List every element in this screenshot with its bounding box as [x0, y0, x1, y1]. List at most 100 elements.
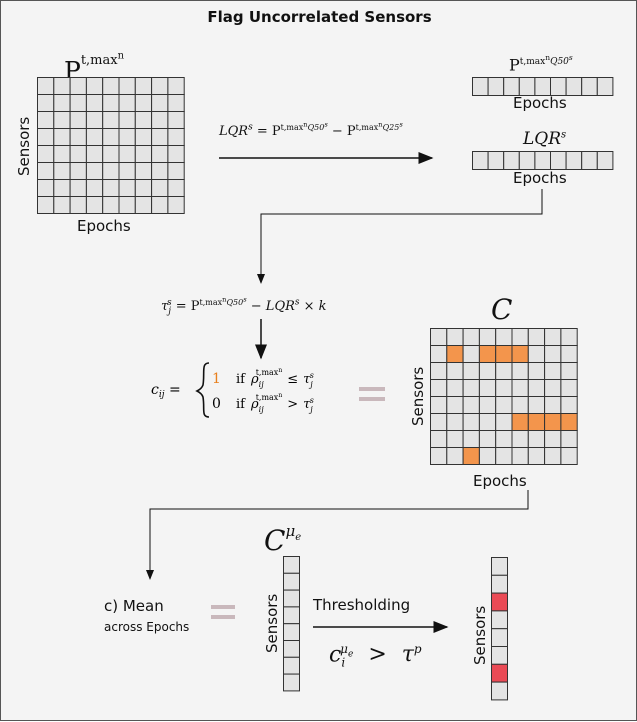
p-matrix-cell: [134, 145, 153, 163]
lqr-vector-cell: [596, 151, 614, 170]
p-matrix-cell: [118, 145, 136, 163]
p-matrix-cell: [134, 94, 153, 112]
p-matrix-cell: [53, 111, 71, 129]
c-matrix-cell: [446, 379, 464, 397]
p-matrix-cell: [102, 162, 120, 180]
equals-mark-2: [211, 605, 235, 619]
c-matrix-cell: [430, 430, 448, 448]
p-matrix-cell: [69, 145, 87, 163]
c-matrix-cell: [430, 413, 448, 431]
tau-equation: τjs = Pt,maxnQ50s − LQRs × k: [161, 295, 327, 317]
p-matrix-grid: [37, 77, 185, 214]
c-matrix-cell: [527, 413, 546, 431]
c-matrix-cell: [511, 396, 529, 414]
equals-mark-1: [359, 387, 385, 401]
cmu-vector-grid: [283, 556, 300, 692]
c-matrix-cell: [495, 447, 513, 465]
result-vector-cell: [491, 663, 508, 683]
arrow-to-tau: [257, 189, 543, 284]
p-matrix-cell: [85, 128, 104, 146]
c-matrix-cell: [446, 345, 464, 363]
p-matrix-cell: [102, 128, 120, 146]
lqr-vector-epochs-label: Epochs: [513, 169, 567, 187]
cmu-sensors-label: Sensors: [263, 593, 281, 653]
p-matrix-cell: [167, 94, 185, 112]
p-matrix-cell: [53, 162, 71, 180]
c-matrix-cell: [462, 328, 480, 346]
p-matrix-cell: [102, 77, 120, 95]
p-matrix-cell: [102, 94, 120, 112]
cmu-vector-cell: [283, 589, 300, 608]
c-matrix-cell: [430, 396, 448, 414]
cij-zero: 0: [212, 396, 221, 412]
p-matrix-cell: [167, 162, 185, 180]
c-matrix-cell: [478, 362, 497, 380]
p-matrix-cell: [102, 196, 120, 214]
p-matrix-cell: [69, 77, 87, 95]
lqr-vector-grid: [472, 151, 614, 170]
p-matrix-cell: [134, 196, 153, 214]
c-matrix-cell: [511, 328, 529, 346]
p-matrix-cell: [102, 145, 120, 163]
c-matrix-cell: [560, 345, 578, 363]
arrow-to-mean: [146, 490, 529, 580]
p-matrix-cell: [118, 179, 136, 197]
lqr-vector-cell: [565, 151, 583, 170]
c-matrix-cell: [478, 328, 497, 346]
lqr-vector-cell: [581, 151, 598, 170]
p-matrix-cell: [37, 111, 55, 129]
c-matrix-cell: [560, 362, 578, 380]
q50-vector-cell: [596, 77, 614, 96]
q50-vector-cell: [565, 77, 583, 96]
c-matrix-cell: [544, 328, 562, 346]
p-matrix-cell: [151, 162, 169, 180]
p-matrix-cell: [69, 196, 87, 214]
c-matrix-cell: [462, 345, 480, 363]
p-matrix-cell: [69, 162, 87, 180]
c-matrix-cell: [495, 362, 513, 380]
c-matrix-cell: [478, 430, 497, 448]
lqr-vector-title: LQRs: [523, 129, 567, 149]
p-matrix-cell: [167, 196, 185, 214]
c-matrix-cell: [462, 447, 480, 465]
p-matrix-cell: [118, 128, 136, 146]
p-matrix-cell: [69, 111, 87, 129]
p-matrix-cell: [134, 162, 153, 180]
c-matrix-cell: [495, 413, 513, 431]
c-matrix-cell: [544, 413, 562, 431]
c-matrix-cell: [446, 396, 464, 414]
q50-vector-epochs-label: Epochs: [513, 94, 567, 112]
q50-vector-cell: [503, 77, 520, 96]
c-matrix-cell: [560, 447, 578, 465]
q50-vector-title: Pt,maxnQ50s: [509, 53, 573, 75]
p-matrix-cell: [151, 77, 169, 95]
c-matrix-title: C: [491, 293, 513, 326]
c-matrix-cell: [511, 447, 529, 465]
c-matrix-cell: [430, 328, 448, 346]
p-matrix-epochs-label: Epochs: [77, 217, 131, 235]
c-matrix-cell: [446, 328, 464, 346]
c-matrix-cell: [462, 362, 480, 380]
p-matrix-cell: [118, 162, 136, 180]
result-vector-cell: [491, 628, 508, 647]
q50-vector-cell: [581, 77, 598, 96]
p-matrix-cell: [118, 77, 136, 95]
p-matrix-cell: [53, 77, 71, 95]
cmu-vector-cell: [283, 640, 300, 658]
c-matrix-cell: [446, 447, 464, 465]
lqr-vector-cell: [534, 151, 552, 170]
c-matrix-cell: [560, 328, 578, 346]
p-matrix-cell: [37, 128, 55, 146]
p-matrix-cell: [134, 77, 153, 95]
p-matrix-cell: [118, 94, 136, 112]
c-matrix-cell: [527, 447, 546, 465]
p-matrix-cell: [53, 128, 71, 146]
p-matrix-cell: [167, 77, 185, 95]
lqr-vector-cell: [503, 151, 520, 170]
result-vector-grid: [491, 557, 508, 701]
c-matrix-cell: [446, 413, 464, 431]
diagram-title: Flag Uncorrelated Sensors: [207, 8, 432, 26]
q50-vector-cell: [534, 77, 552, 96]
c-matrix-cell: [544, 362, 562, 380]
p-matrix-cell: [151, 128, 169, 146]
